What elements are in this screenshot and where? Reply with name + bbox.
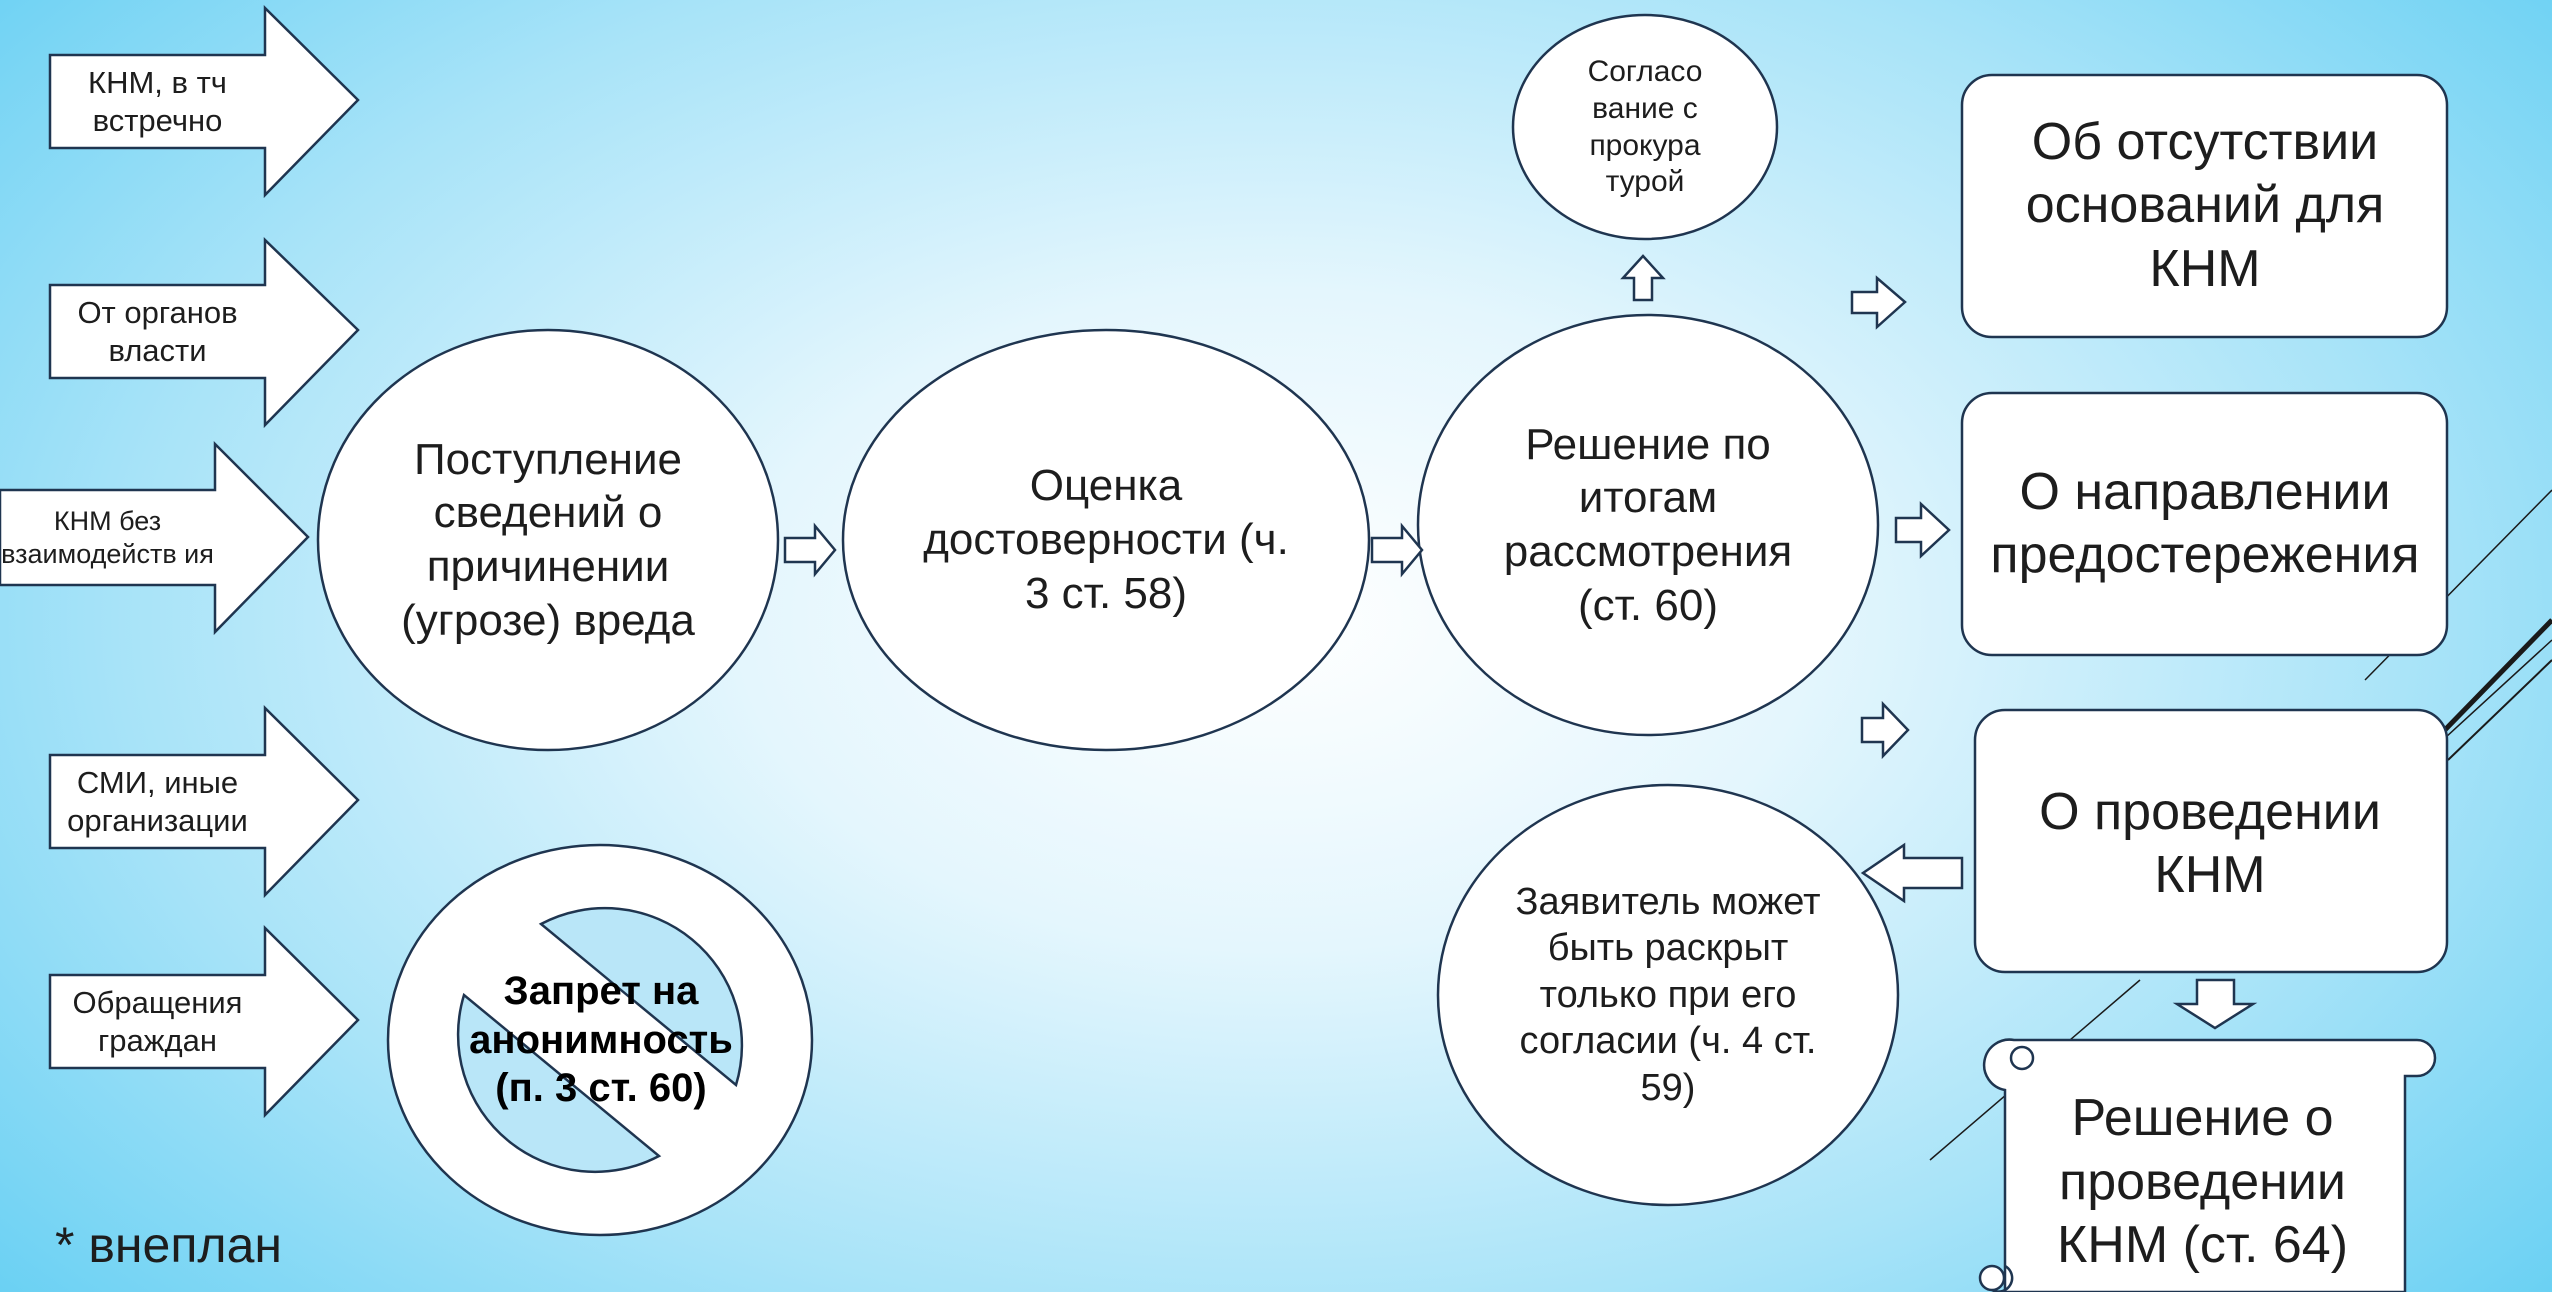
arrow-to-warning bbox=[1894, 501, 1951, 559]
no-grounds-label: Об отсутствии оснований для КНМ bbox=[2025, 112, 2385, 298]
arrow-conduct-to-scroll bbox=[2172, 978, 2258, 1030]
source-arrow-4 bbox=[48, 705, 360, 899]
receipt-ellipse bbox=[316, 328, 780, 752]
arrow-to-no-grounds bbox=[1850, 275, 1907, 330]
conduct-label: О проведении КНМ bbox=[2039, 782, 2381, 904]
assessment-label: Оценка достоверности (ч. 3 ст. 58) bbox=[923, 461, 1289, 618]
source-label: СМИ, иные организации bbox=[67, 764, 248, 838]
warning-box bbox=[1960, 391, 2449, 657]
source-label: От органов власти bbox=[77, 294, 238, 368]
source-label: КНМ, в тч встречно bbox=[88, 64, 227, 138]
warning-label: О направлении предостережения bbox=[1990, 462, 2420, 584]
footnote: * внеплан bbox=[55, 1216, 283, 1273]
applicant-ellipse bbox=[1436, 783, 1900, 1207]
arrow-conduct-to-applicant bbox=[1860, 842, 1964, 904]
no-anonymity-sign bbox=[386, 843, 814, 1237]
decision-label: Решение по итогам рассмотрения (ст. 60) bbox=[1503, 419, 1793, 630]
arrow-receipt-to-assessment bbox=[783, 522, 837, 578]
source-arrow-5 bbox=[48, 925, 360, 1119]
prosecutor-label: Согласо вание с прокура турой bbox=[1587, 55, 1703, 199]
source-label: КНМ без взаимодейств ия bbox=[1, 505, 214, 569]
no-grounds-box bbox=[1960, 73, 2449, 339]
arrow-decision-to-prosecutor bbox=[1620, 254, 1666, 302]
prosecutor-ellipse bbox=[1511, 13, 1779, 241]
arrow-to-conduct bbox=[1860, 700, 1910, 760]
scroll-label: Решение о проведении КНМ (ст. 64) bbox=[2056, 1089, 2349, 1275]
source-arrow-1 bbox=[48, 5, 360, 199]
source-arrow-2 bbox=[48, 237, 360, 429]
applicant-label: Заявитель может быть раскрыт только при … bbox=[1515, 881, 1821, 1109]
anonymity-label: Запрет на анонимность (п. 3 ст. 60) bbox=[469, 968, 733, 1111]
arrow-assessment-to-decision bbox=[1370, 522, 1424, 578]
conduct-box bbox=[1973, 708, 2449, 974]
receipt-label: Поступление сведений о причинении (угроз… bbox=[401, 434, 695, 645]
assessment-ellipse bbox=[841, 328, 1371, 752]
source-arrow-3 bbox=[0, 440, 310, 636]
decision-ellipse bbox=[1416, 313, 1880, 737]
decision-scroll bbox=[1978, 1038, 2437, 1292]
source-label: Обращения граждан bbox=[72, 984, 243, 1058]
